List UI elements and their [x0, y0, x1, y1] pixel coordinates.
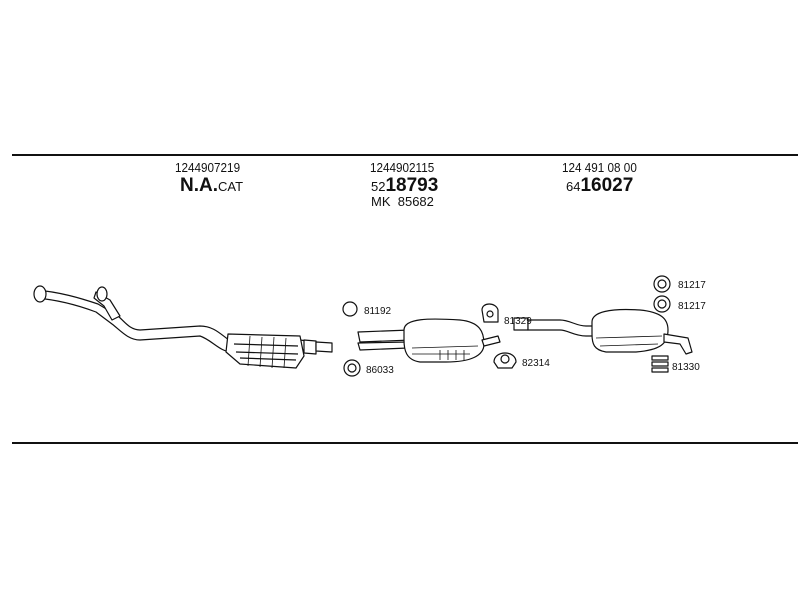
section-3-part-number: 124 491 08 00 [562, 160, 637, 175]
accessory-label-81329: 81329 [504, 316, 532, 327]
ref-bold: 18793 [385, 175, 439, 196]
accessory-label-81330: 81330 [672, 362, 700, 373]
section-1-part-number: 1244907219 [175, 160, 241, 175]
ring-icon-81192 [342, 301, 358, 317]
accessory-label-81217-top: 81217 [678, 280, 706, 291]
section-2-ref: 5218793 [371, 175, 438, 197]
section-3-ref: 6416027 [566, 175, 633, 197]
mk-label: MK [371, 194, 391, 209]
mount-icon-81330 [651, 355, 669, 373]
accessory-label-86033: 86033 [366, 365, 394, 376]
ring-icon-81217-top [653, 275, 671, 293]
ref-bold: 16027 [580, 175, 634, 196]
clamp-icon-82314 [493, 352, 517, 369]
front-pipe-catalyst [33, 285, 333, 369]
accessory-label-82314: 82314 [522, 358, 550, 369]
top-divider [12, 154, 798, 156]
ref-prefix: 64 [566, 179, 581, 194]
hanger-icon-81329 [481, 303, 499, 323]
mk-value: 85682 [397, 194, 434, 209]
section-2-mk: MK 85682 [371, 194, 434, 209]
brand-bold: N.A. [180, 175, 218, 196]
accessory-label-81217-bottom: 81217 [678, 301, 706, 312]
rear-silencer [513, 308, 693, 355]
bottom-divider [12, 442, 798, 444]
section-2-part-number: 1244902115 [370, 160, 435, 175]
ring-icon-81217-bottom [653, 295, 671, 313]
ref-prefix: 52 [371, 179, 386, 194]
section-1-brand: N.A.CAT [180, 175, 243, 197]
accessory-label-81192: 81192 [364, 306, 392, 317]
middle-silencer [357, 318, 501, 363]
brand-suffix: CAT [218, 179, 244, 194]
ring-icon-86033 [343, 359, 361, 377]
